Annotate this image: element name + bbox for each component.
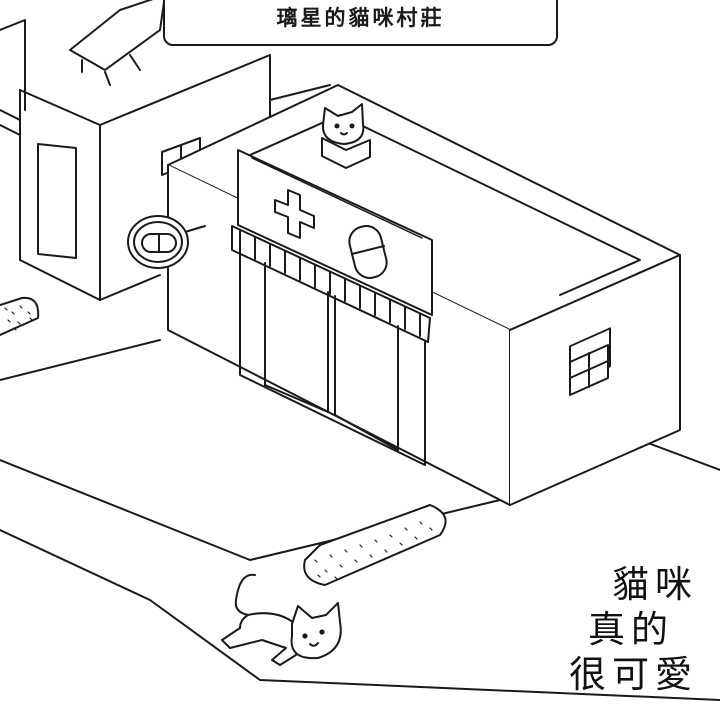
village-title: 璃星的貓咪村莊 bbox=[276, 5, 445, 30]
walking-cat[interactable] bbox=[221, 573, 342, 666]
pharmacy-building[interactable] bbox=[167, 84, 681, 506]
roof-cat[interactable] bbox=[321, 103, 371, 169]
hanging-pill-sign[interactable] bbox=[127, 215, 206, 269]
caption-line-3: 很可愛 bbox=[569, 653, 698, 696]
cross-icon bbox=[274, 189, 315, 239]
pharmacy-signboard[interactable] bbox=[237, 149, 433, 316]
hedge-bush-front bbox=[303, 504, 447, 586]
pill-capsule-icon bbox=[348, 225, 388, 279]
pharmacy-side-window bbox=[569, 344, 609, 396]
neighbor-house[interactable] bbox=[0, 0, 271, 301]
hedge-bush-left bbox=[0, 296, 40, 336]
handwritten-caption: 貓咪 真的 很可愛 bbox=[548, 562, 698, 697]
caption-line-1: 貓咪 bbox=[612, 563, 698, 606]
village-title-panel[interactable]: 璃星的貓咪村莊 bbox=[163, 0, 558, 46]
caption-line-2: 真的 bbox=[588, 608, 674, 651]
